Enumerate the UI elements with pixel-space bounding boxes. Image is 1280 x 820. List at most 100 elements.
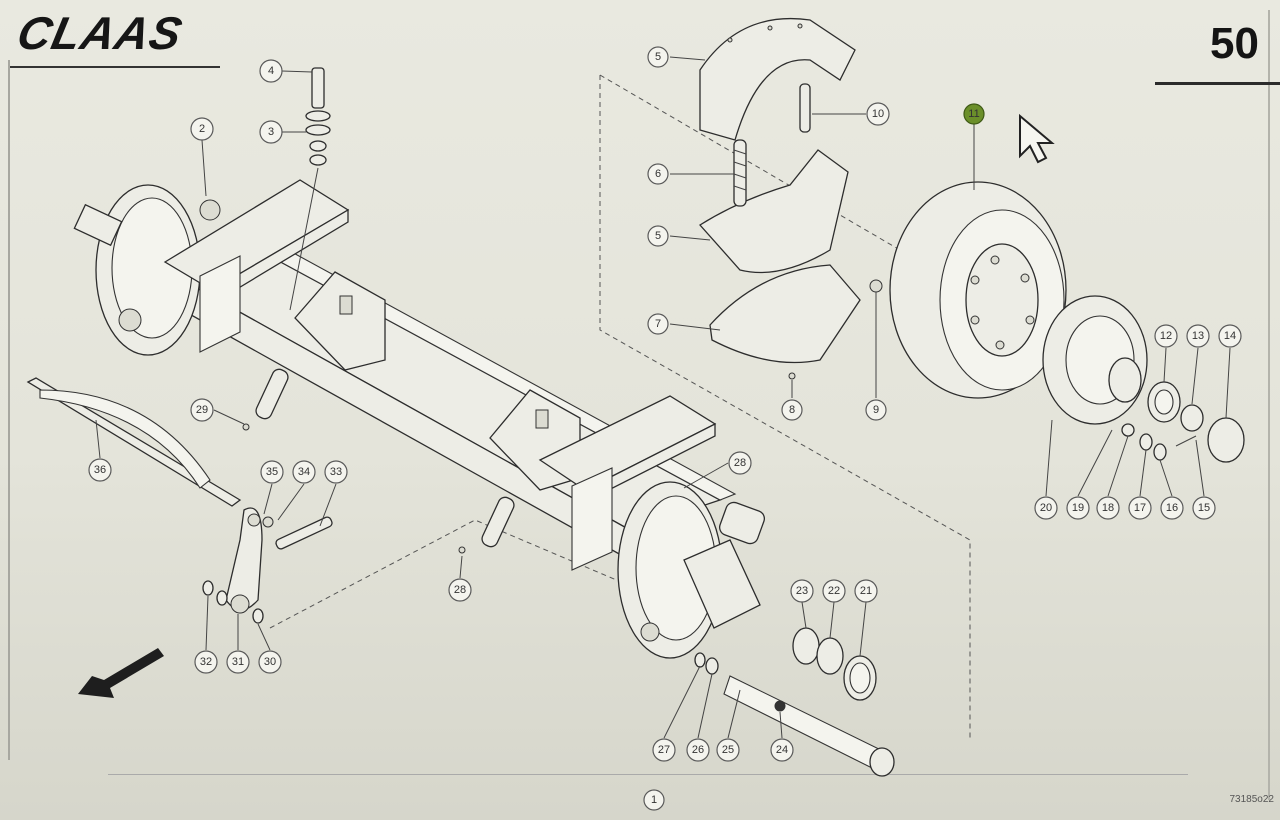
assembly-guide-hub	[599, 75, 971, 740]
callout-25: 25	[716, 738, 740, 762]
right-hub-assembly	[617, 481, 766, 659]
callout-2: 2	[190, 117, 214, 141]
callout-27: 27	[652, 738, 676, 762]
svg-text:17: 17	[1134, 502, 1146, 514]
brake-spring-10	[799, 83, 811, 133]
callout-36: 36	[88, 458, 112, 482]
svg-text:24: 24	[776, 744, 788, 756]
svg-text:10: 10	[872, 108, 884, 120]
svg-text:4: 4	[268, 65, 274, 77]
u-bolt-nut-right	[458, 546, 466, 554]
frame-bottom-border	[108, 774, 1188, 775]
svg-text:29: 29	[196, 404, 208, 416]
callout-5b: 5	[647, 225, 669, 247]
svg-text:9: 9	[873, 404, 879, 416]
svg-text:1: 1	[651, 794, 657, 806]
page-number: 50	[1210, 19, 1259, 68]
svg-text:25: 25	[722, 744, 734, 756]
return-spring-33	[275, 516, 333, 550]
left-hub-assembly	[73, 184, 221, 356]
callout-24: 24	[770, 738, 794, 762]
brake-shoe-lower	[699, 149, 861, 364]
callout-33: 33	[324, 460, 348, 484]
u-bolt-left	[255, 368, 289, 420]
svg-text:15: 15	[1198, 502, 1210, 514]
svg-text:13: 13	[1192, 330, 1204, 342]
svg-text:14: 14	[1224, 330, 1236, 342]
left-mounting-bracket	[163, 179, 350, 353]
callout-1: 1	[643, 789, 665, 811]
callout-15: 15	[1192, 496, 1216, 520]
callout-13: 13	[1186, 324, 1210, 348]
callout-6: 6	[647, 163, 669, 185]
hub-bolt-set	[694, 652, 895, 777]
brake-spring-6	[733, 139, 747, 207]
u-bolt-nut-left	[242, 423, 250, 431]
hub-small-parts	[1121, 423, 1197, 461]
svg-text:3: 3	[268, 126, 274, 138]
tie-rod	[26, 377, 242, 507]
callout-19: 19	[1066, 496, 1090, 520]
callout-30: 30	[258, 650, 282, 674]
wheel-hub-flange	[1042, 295, 1148, 425]
svg-text:16: 16	[1166, 502, 1178, 514]
right-mounting-plate	[538, 395, 717, 571]
callout-leaders	[95, 56, 1231, 739]
brake-shoe-upper	[699, 17, 856, 141]
callout-22: 22	[822, 579, 846, 603]
frame-left-border	[8, 60, 10, 760]
callout-28a: 28	[728, 451, 752, 475]
frame-right-border	[1268, 10, 1270, 800]
svg-text:8: 8	[789, 404, 795, 416]
callout-17: 17	[1128, 496, 1152, 520]
callout-11: 11	[963, 103, 985, 125]
callout-9: 9	[865, 399, 887, 421]
svg-text:18: 18	[1102, 502, 1114, 514]
assembly-guide-left	[269, 519, 641, 629]
brake-lever	[202, 507, 264, 624]
callout-26: 26	[686, 738, 710, 762]
svg-text:34: 34	[298, 466, 310, 478]
center-bracket-left	[294, 271, 386, 371]
bolt-stack	[289, 67, 331, 311]
callout-7: 7	[647, 313, 669, 335]
svg-text:12: 12	[1160, 330, 1172, 342]
svg-text:31: 31	[232, 656, 244, 668]
svg-text:7: 7	[655, 318, 661, 330]
svg-text:21: 21	[860, 585, 872, 597]
callout-31: 31	[226, 650, 250, 674]
callout-4: 4	[259, 59, 283, 83]
assembly-guide-top	[599, 74, 901, 251]
callout-12: 12	[1154, 324, 1178, 348]
svg-text:32: 32	[200, 656, 212, 668]
callout-34: 34	[292, 460, 316, 484]
mouse-pointer-icon	[1019, 113, 1055, 164]
callout-5a: 5	[647, 46, 669, 68]
u-bolt-right	[481, 496, 515, 548]
drawing-reference-code: 73185o22	[1229, 794, 1275, 805]
svg-text:28: 28	[734, 457, 746, 469]
callout-16: 16	[1160, 496, 1184, 520]
callout-3: 3	[259, 120, 283, 144]
anchor-pin-9	[869, 279, 883, 293]
callout-18: 18	[1096, 496, 1120, 520]
brake-drum	[889, 181, 1067, 399]
callout-29: 29	[190, 398, 214, 422]
svg-text:19: 19	[1072, 502, 1084, 514]
callout-8: 8	[781, 399, 803, 421]
callout-28b: 28	[448, 578, 472, 602]
svg-text:5: 5	[655, 230, 661, 242]
hub-seals	[792, 627, 877, 701]
svg-text:11: 11	[968, 108, 979, 120]
svg-text:36: 36	[94, 464, 106, 476]
svg-text:23: 23	[796, 585, 808, 597]
callout-20: 20	[1034, 496, 1058, 520]
rivet-8	[788, 372, 796, 380]
callout-23: 23	[790, 579, 814, 603]
svg-text:6: 6	[655, 168, 661, 180]
callout-21: 21	[854, 579, 878, 603]
svg-text:30: 30	[264, 656, 276, 668]
arrow-down-left-icon	[78, 648, 164, 698]
